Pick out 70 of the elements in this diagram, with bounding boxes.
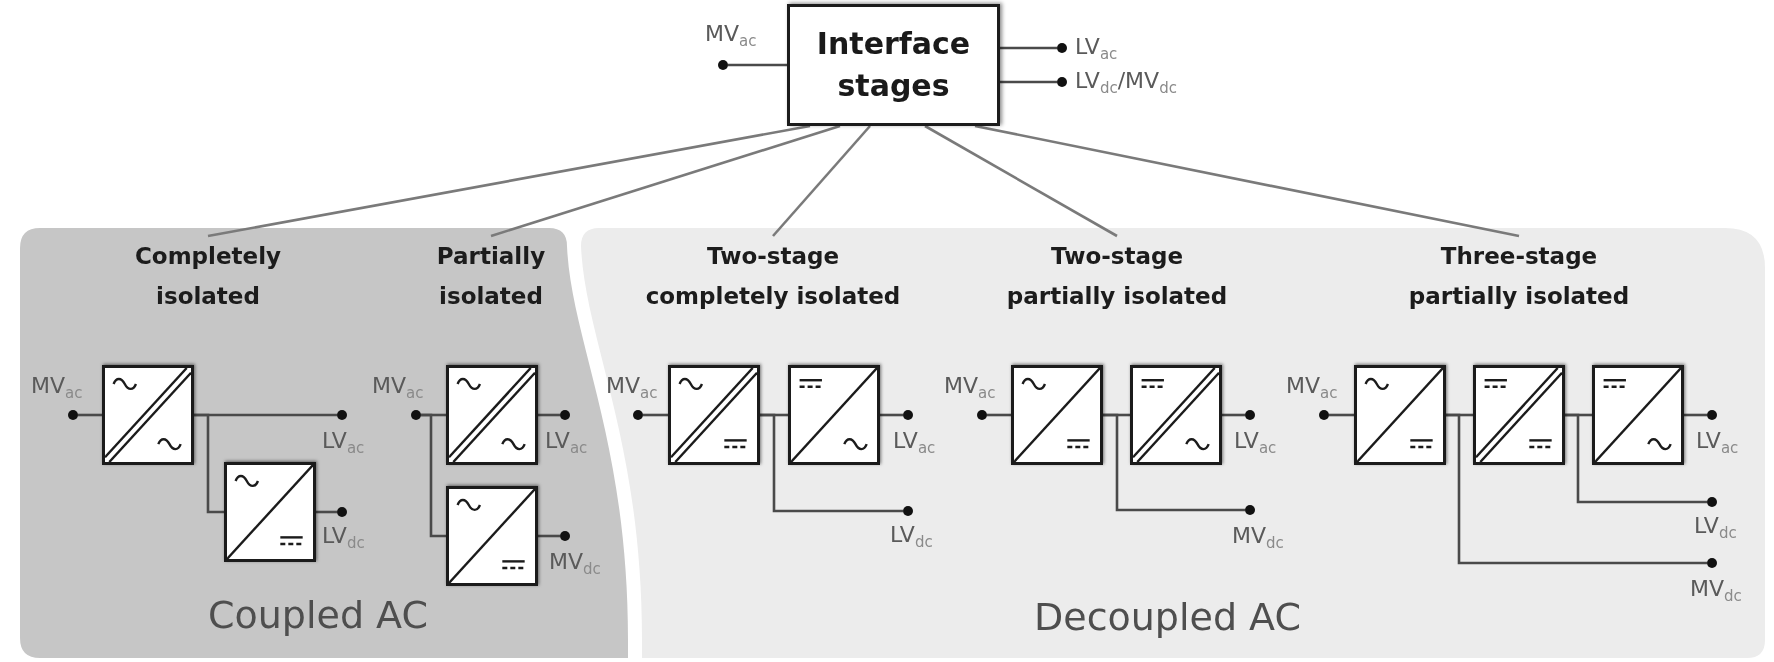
terminal-label: LV$_{dc}$ xyxy=(1694,512,1737,540)
connector-line xyxy=(1329,413,1354,417)
terminal-dot xyxy=(1057,77,1067,87)
terminal-label: MV$_{ac}$ xyxy=(944,372,996,400)
terminal-label: LV$_{ac}$ xyxy=(1075,33,1118,61)
terminal-dot xyxy=(633,410,643,420)
terminal-dot xyxy=(560,410,570,420)
connector-line xyxy=(538,413,560,417)
terminal-label: LV$_{ac}$ xyxy=(545,427,588,455)
terminal-label: LV$_{ac}$ xyxy=(322,427,365,455)
terminal-label: LV$_{dc}$ xyxy=(322,522,365,550)
terminal-dot xyxy=(411,410,421,420)
panel-title: Coupled AC xyxy=(208,592,428,638)
connector-line xyxy=(974,124,1520,238)
stage-box: Interface stages xyxy=(787,4,1000,126)
terminal-dot xyxy=(337,507,347,517)
terminal-dot xyxy=(1245,505,1255,515)
connector-line xyxy=(728,63,787,67)
connector-line xyxy=(1222,413,1245,417)
connector-line xyxy=(538,534,560,538)
terminal-label: MV$_{ac}$ xyxy=(606,372,658,400)
connector-line xyxy=(78,413,102,417)
terminal-label: LV$_{dc}$ xyxy=(890,521,933,549)
connector-line xyxy=(421,413,446,538)
connector-line xyxy=(1000,80,1057,84)
terminal-dot xyxy=(903,506,913,516)
terminal-dot xyxy=(977,410,987,420)
connector-line xyxy=(1000,46,1057,50)
connector-line xyxy=(924,124,1118,238)
connector-line xyxy=(880,413,903,417)
group-heading: Three-stage partially isolated xyxy=(1401,236,1637,316)
terminal-dot xyxy=(560,531,570,541)
connector-line xyxy=(1103,413,1245,512)
terminal-label: MV$_{ac}$ xyxy=(705,20,757,48)
connector-line xyxy=(316,510,337,514)
connector-line xyxy=(643,413,668,417)
terminal-label: LV$_{dc}$/MV$_{dc}$ xyxy=(1075,67,1177,95)
terminal-label: MV$_{dc}$ xyxy=(1232,522,1284,550)
connector-line xyxy=(1684,413,1707,417)
connector-line xyxy=(987,413,1011,417)
group-heading: Completely isolated xyxy=(128,236,288,316)
terminal-dot xyxy=(1245,410,1255,420)
terminal-label: LV$_{ac}$ xyxy=(1696,427,1739,455)
connector-line xyxy=(490,124,841,238)
terminal-dot xyxy=(68,410,78,420)
group-heading: Partially isolated xyxy=(429,236,553,316)
connector-line xyxy=(194,413,224,514)
terminal-dot xyxy=(337,410,347,420)
terminal-dot xyxy=(1707,497,1717,507)
terminal-label: MV$_{dc}$ xyxy=(549,548,601,576)
terminal-label: MV$_{ac}$ xyxy=(372,372,424,400)
connector-line xyxy=(1446,413,1707,565)
group-heading: Two-stage completely isolated xyxy=(639,236,907,316)
terminal-label: MV$_{dc}$ xyxy=(1690,575,1742,603)
terminal-label: MV$_{ac}$ xyxy=(1286,372,1338,400)
terminal-dot xyxy=(1707,410,1717,420)
terminal-dot xyxy=(903,410,913,420)
terminal-label: MV$_{ac}$ xyxy=(31,372,83,400)
terminal-dot xyxy=(1707,558,1717,568)
terminal-dot xyxy=(1057,43,1067,53)
terminal-dot xyxy=(718,60,728,70)
terminal-label: LV$_{ac}$ xyxy=(893,427,936,455)
connector-line xyxy=(760,413,903,513)
connector-line xyxy=(1565,413,1707,504)
terminal-label: LV$_{ac}$ xyxy=(1234,427,1277,455)
connector-line xyxy=(772,125,871,237)
connector-line xyxy=(207,124,811,238)
panel-title: Decoupled AC xyxy=(1034,594,1301,640)
terminal-dot xyxy=(1319,410,1329,420)
group-heading: Two-stage partially isolated xyxy=(1001,236,1233,316)
